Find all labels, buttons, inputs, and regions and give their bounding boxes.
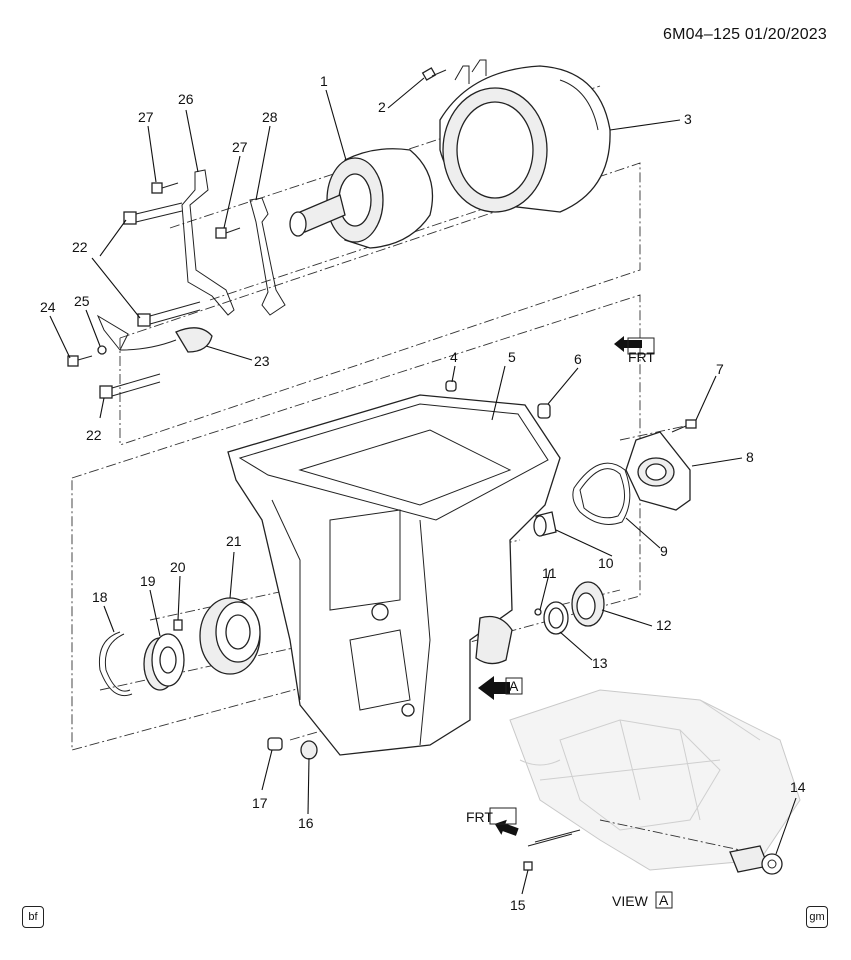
bolt-20 [173, 619, 183, 631]
callout-labels: 1 2 3 4 5 6 7 8 9 10 11 12 13 14 15 16 1… [40, 73, 806, 913]
corner-badge-left: bf [22, 906, 44, 928]
callout-23: 23 [254, 353, 270, 369]
callout-3: 3 [684, 111, 692, 127]
frt-label-top: FRT [628, 349, 655, 365]
callout-19: 19 [140, 573, 156, 589]
view-a-detail [509, 689, 801, 871]
bolt-22-bottom [99, 373, 161, 399]
callout-4: 4 [450, 349, 458, 365]
callout-8: 8 [746, 449, 754, 465]
callout-18: 18 [92, 589, 108, 605]
view-a-arrow: A [478, 676, 523, 700]
frt-label-bottom: FRT [466, 809, 493, 825]
transmission-case [227, 394, 561, 756]
dowel-pin-6 [537, 403, 551, 419]
bolt-27-left [151, 182, 179, 194]
callout-17: 17 [252, 795, 268, 811]
cover-bolt-7 [671, 419, 697, 433]
harness-clip-assembly [67, 314, 213, 367]
view-caption-letter: A [659, 892, 669, 908]
callout-14: 14 [790, 779, 806, 795]
callout-9: 9 [660, 543, 668, 559]
bracket-26 [181, 169, 235, 316]
callout-13: 13 [592, 655, 608, 671]
sleeve-17 [267, 737, 283, 751]
housing-bolt [421, 67, 447, 81]
o-ring-11 [534, 608, 542, 616]
bolt-22-top [123, 202, 183, 225]
snap-ring-18 [98, 631, 133, 696]
callout-10: 10 [598, 555, 614, 571]
seal-plate-21 [199, 597, 261, 675]
callout-1: 1 [320, 73, 328, 89]
frt-arrow-bottom: FRT [466, 807, 519, 836]
callout-11: 11 [542, 565, 557, 581]
callout-16: 16 [298, 815, 314, 831]
callout-6: 6 [574, 351, 582, 367]
gm-logo-badge: gm [806, 906, 828, 928]
callout-27-left: 27 [138, 109, 154, 125]
rotor-assembly [289, 148, 434, 249]
bearing-19 [143, 633, 185, 691]
callout-2: 2 [378, 99, 386, 115]
dowel-pin-4 [445, 380, 457, 392]
callout-25: 25 [74, 293, 90, 309]
view-a-arrow-letter: A [509, 678, 519, 694]
callout-22-bottom: 22 [86, 427, 102, 443]
view-caption: VIEW A [612, 891, 673, 909]
callout-21: 21 [226, 533, 242, 549]
plug-16 [300, 740, 318, 760]
callout-28: 28 [262, 109, 278, 125]
callout-27-right: 27 [232, 139, 248, 155]
diagram-code-header: 6M04–125 01/20/2023 [663, 26, 827, 43]
seal-12 [571, 581, 605, 627]
bolt-27-right [215, 227, 241, 239]
drain-plug-10 [533, 511, 557, 537]
callout-5: 5 [508, 349, 516, 365]
pin-15 [523, 861, 533, 871]
sensor-14 [729, 845, 783, 875]
bracket-28 [249, 197, 286, 316]
callout-15: 15 [510, 897, 526, 913]
leader-lines [49, 77, 797, 895]
view-caption-text: VIEW [612, 893, 649, 909]
callout-20: 20 [170, 559, 186, 575]
callout-7: 7 [716, 361, 724, 377]
bolt-22-middle [137, 301, 201, 327]
motor-housing [439, 59, 611, 213]
callout-12: 12 [656, 617, 672, 633]
seal-13 [543, 601, 569, 635]
callout-26: 26 [178, 91, 194, 107]
cover-gasket-9 [572, 462, 631, 525]
callout-22-top: 22 [72, 239, 88, 255]
side-cover-8 [625, 431, 691, 511]
frt-arrow-top: FRT [614, 336, 655, 365]
callout-24: 24 [40, 299, 56, 315]
